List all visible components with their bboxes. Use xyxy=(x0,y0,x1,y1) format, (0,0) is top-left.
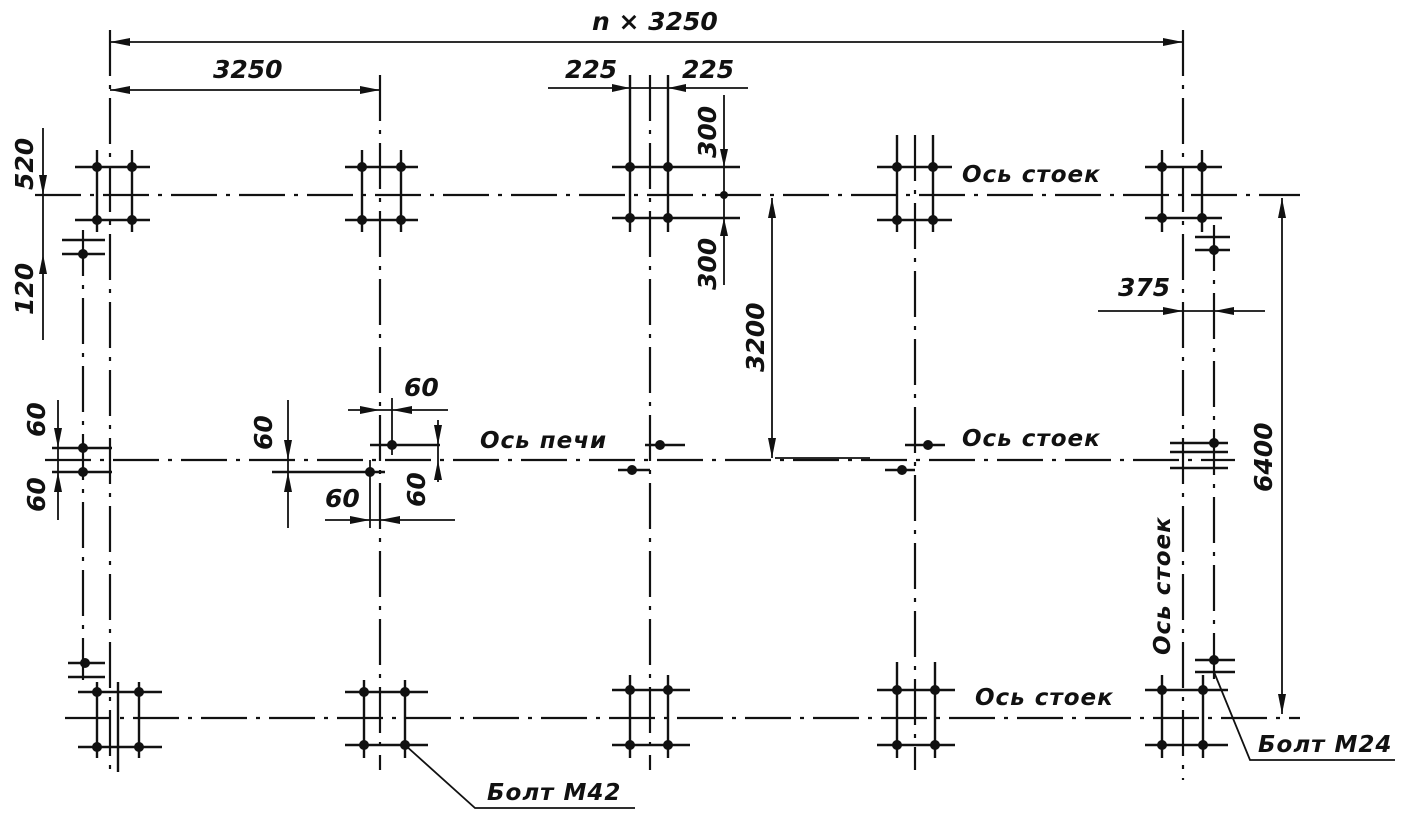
bolt-node xyxy=(663,685,673,695)
bolt-node xyxy=(892,685,902,695)
dim-side-offset: 375 xyxy=(1118,273,1170,302)
bolt-node xyxy=(1198,685,1208,695)
label-bolt-m42: Болт М42 xyxy=(487,780,621,806)
leader-bolt-m24 xyxy=(1213,671,1395,761)
bolt-node xyxy=(127,162,137,172)
bolt-node xyxy=(92,162,102,172)
bolt-node xyxy=(625,162,635,172)
dim-corner-top: 520 xyxy=(10,138,39,190)
label-bolt-m24: Болт М24 xyxy=(1258,732,1392,758)
bolt-node xyxy=(625,685,635,695)
bolt-node xyxy=(127,215,137,225)
bolt-node xyxy=(928,162,938,172)
bolt-node xyxy=(1157,685,1167,695)
bolt-node xyxy=(365,467,375,477)
bolt-node xyxy=(92,742,102,752)
label-axis-columns-mid: Ось стоек xyxy=(962,426,1101,452)
label-axis-columns-vertical: Ось стоек xyxy=(1150,516,1176,655)
bolt-node xyxy=(396,162,406,172)
bolt-node xyxy=(396,215,406,225)
dim-bolt-offset-right: 225 xyxy=(682,55,734,84)
dim-bolt-offset-down: 300 xyxy=(693,238,722,290)
bolt-node xyxy=(1209,438,1219,448)
bolt-cluster-top-5 xyxy=(1145,150,1222,232)
label-axis-columns-bottom: Ось стоек xyxy=(975,685,1114,711)
bolt-node xyxy=(930,740,940,750)
bolt-node xyxy=(78,249,88,259)
dim-half-width: 3200 xyxy=(741,302,770,372)
bolt-cluster-top-3 xyxy=(612,75,740,232)
dim-small-offset-f: 60 xyxy=(325,484,360,513)
bolt-node xyxy=(892,215,902,225)
dim-small-offset-c: 60 xyxy=(249,415,278,450)
bolt-node xyxy=(1157,740,1167,750)
dim-small-offset-a: 60 xyxy=(22,402,51,437)
bolt-node xyxy=(1157,162,1167,172)
bolt-node xyxy=(923,440,933,450)
bolt-node xyxy=(663,740,673,750)
dim-bolt-offset-up: 300 xyxy=(693,106,722,158)
bolt-cluster-bottom-5 xyxy=(1145,675,1228,758)
mid-row-bolts xyxy=(272,398,945,528)
bolt-node xyxy=(625,740,635,750)
bolt-cluster-top-2 xyxy=(345,150,418,232)
bolt-node xyxy=(400,687,410,697)
bolt-node xyxy=(78,443,88,453)
bolt-node xyxy=(134,742,144,752)
bolt-node xyxy=(1197,213,1207,223)
bolt-node xyxy=(78,467,88,477)
bolt-node xyxy=(930,685,940,695)
bolt-node xyxy=(1197,162,1207,172)
dim-bolt-offset-left: 225 xyxy=(565,55,617,84)
dim-total-span: n × 3250 xyxy=(592,7,718,36)
bolt-cluster-bottom-1 xyxy=(78,682,162,772)
bolt-node xyxy=(1198,740,1208,750)
bolt-node xyxy=(1157,213,1167,223)
bolt-node xyxy=(928,215,938,225)
bolt-cluster-bottom-3 xyxy=(612,675,690,758)
bolt-node xyxy=(897,465,907,475)
side-bolts xyxy=(52,235,1235,679)
label-axis-furnace: Ось печи xyxy=(480,428,607,454)
bolt-cluster-top-1 xyxy=(75,150,150,232)
dim-small-offset-d: 60 xyxy=(404,373,439,402)
bolt-node xyxy=(359,740,369,750)
bolt-node xyxy=(92,687,102,697)
bolt-node xyxy=(892,740,902,750)
bolt-node xyxy=(892,162,902,172)
bolt-node xyxy=(1209,245,1219,255)
bolt-node xyxy=(655,440,665,450)
dim-small-offset-b: 60 xyxy=(22,477,51,512)
bolt-cluster-bottom-4 xyxy=(877,662,955,758)
bolt-node xyxy=(663,162,673,172)
dim-corner-offset: 120 xyxy=(10,263,39,315)
bolt-node xyxy=(387,440,397,450)
dim-span: 3250 xyxy=(213,55,283,84)
bolt-cluster-top-4 xyxy=(877,135,952,232)
bolt-node xyxy=(134,687,144,697)
bolt-node xyxy=(359,687,369,697)
bolt-node xyxy=(357,215,367,225)
dim-small-offset-e: 60 xyxy=(402,472,431,507)
dimension-lines xyxy=(39,38,1286,714)
bolt-node xyxy=(357,162,367,172)
bolt-node xyxy=(92,215,102,225)
dim-full-width: 6400 xyxy=(1249,422,1278,492)
label-axis-columns-top: Ось стоек xyxy=(962,162,1101,188)
bolt-node xyxy=(627,465,637,475)
bolt-node xyxy=(1209,655,1219,665)
bolt-node xyxy=(80,658,90,668)
bolt-node xyxy=(663,213,673,223)
leader-bolt-m42 xyxy=(404,744,635,809)
axis-lines xyxy=(35,30,1300,780)
bolt-node xyxy=(625,213,635,223)
